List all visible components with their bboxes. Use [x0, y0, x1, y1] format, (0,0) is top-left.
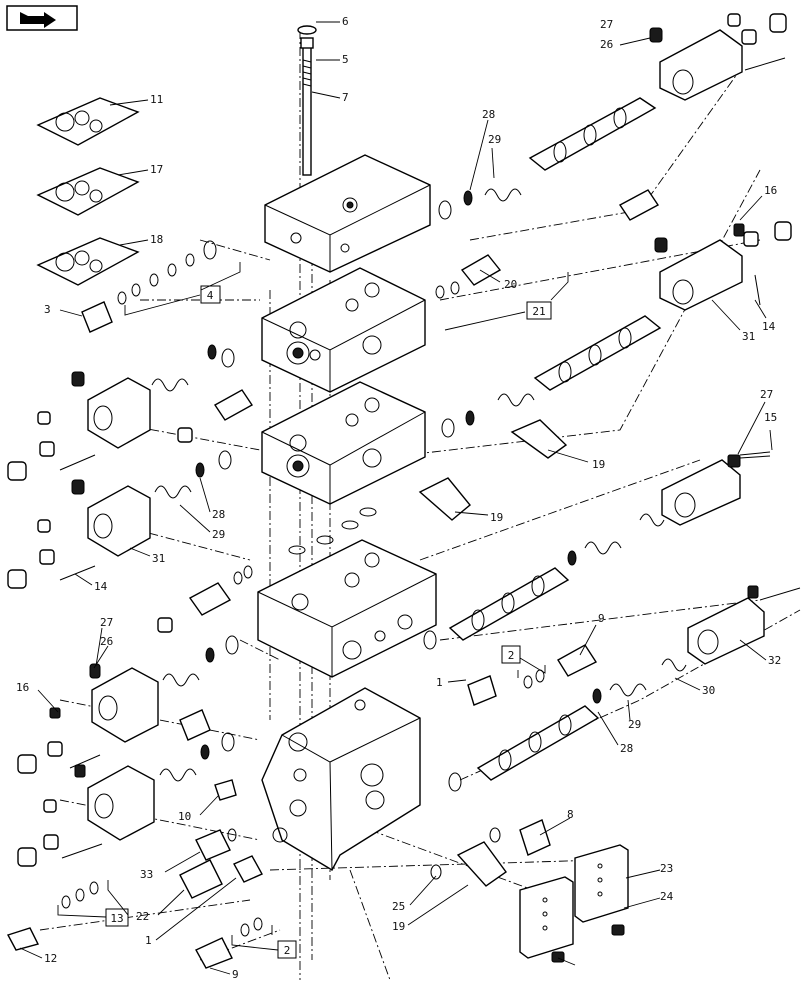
label-22: 22 — [136, 910, 149, 923]
spool-upper[interactable] — [528, 97, 657, 171]
nav-arrow-icon[interactable] — [6, 5, 78, 31]
label-5: 5 — [342, 53, 349, 66]
label-17: 17 — [150, 163, 163, 176]
ref-box-4: 4 — [200, 285, 221, 304]
end-cap-left-3[interactable] — [91, 667, 159, 743]
valve-section-2[interactable] — [261, 381, 426, 505]
label-10: 10 — [178, 810, 191, 823]
svg-text:13: 13 — [110, 912, 123, 925]
end-cap-left-4[interactable] — [87, 765, 155, 841]
label-28-right: 28 — [620, 742, 633, 755]
label-6: 6 — [342, 15, 349, 28]
spool-lower-2[interactable] — [476, 705, 600, 781]
label-29-top: 29 — [488, 133, 501, 146]
label-28-top: 28 — [482, 108, 495, 121]
seal-kit-bag-11[interactable] — [36, 97, 140, 146]
label-32: 32 — [768, 654, 781, 667]
label-29-left: 29 — [212, 528, 225, 541]
svg-text:2: 2 — [508, 649, 515, 662]
svg-text:4: 4 — [207, 289, 214, 302]
label-11: 11 — [150, 93, 163, 106]
label-23: 23 — [660, 862, 673, 875]
label-7: 7 — [342, 91, 349, 104]
label-30: 30 — [702, 684, 715, 697]
ref-box-21: 21 — [526, 301, 552, 320]
label-12: 12 — [44, 952, 57, 965]
label-20: 20 — [504, 278, 517, 291]
label-24: 24 — [660, 890, 674, 903]
label-29-right: 29 — [628, 718, 641, 731]
label-31-top: 31 — [742, 330, 755, 343]
label-1-left: 1 — [145, 934, 152, 947]
label-9-right: 9 — [598, 612, 605, 625]
seal-kit-bag-17[interactable] — [36, 167, 140, 216]
label-26-top: 26 — [600, 38, 613, 51]
valve-section-1[interactable] — [261, 267, 426, 393]
ref-box-13: 13 — [105, 908, 129, 927]
ref-box-2-upper: 2 — [501, 645, 521, 664]
label-27-left: 27 — [100, 616, 113, 629]
spool-cap-upper[interactable] — [659, 29, 743, 101]
svg-text:21: 21 — [532, 305, 545, 318]
o-rings[interactable] — [61, 190, 602, 937]
spool-cap-32[interactable] — [687, 597, 765, 665]
label-18: 18 — [150, 233, 163, 246]
end-cap-left-1[interactable] — [87, 377, 151, 449]
label-27-mid: 27 — [760, 388, 773, 401]
relief-valves[interactable] — [6, 189, 660, 969]
label-25: 25 — [392, 900, 405, 913]
label-26-left: 26 — [100, 635, 113, 648]
spool-middle[interactable] — [533, 315, 662, 391]
inlet-section[interactable] — [261, 687, 421, 871]
kit-brackets — [57, 262, 569, 951]
spool-lower-1[interactable] — [448, 567, 570, 641]
seal-kit-bag-18[interactable] — [36, 237, 140, 286]
label-19-bottom: 19 — [392, 920, 405, 933]
spool-cap-15[interactable] — [661, 459, 741, 526]
label-28-left: 28 — [212, 508, 225, 521]
label-14-left: 14 — [94, 580, 108, 593]
label-8: 8 — [567, 808, 574, 821]
label-15: 15 — [764, 411, 777, 424]
label-9-bottom: 9 — [232, 968, 239, 981]
ref-box-2-lower: 2 — [277, 940, 297, 959]
label-14-top: 14 — [762, 320, 776, 333]
label-1-right: 1 — [436, 676, 443, 689]
label-31-left: 31 — [152, 552, 165, 565]
label-27-top: 27 — [600, 18, 613, 31]
label-33: 33 — [140, 868, 153, 881]
svg-text:2: 2 — [284, 944, 291, 957]
label-16-top: 16 — [764, 184, 777, 197]
spool-cap-31[interactable] — [659, 239, 743, 311]
callout-leaders — [19, 21, 773, 975]
end-cap-left-2[interactable] — [87, 485, 151, 557]
end-plate-23[interactable] — [519, 844, 629, 963]
valve-section-3[interactable] — [257, 539, 437, 678]
callout-labels: 6 5 7 11 17 18 3 28 29 20 16 14 31 27 26… — [16, 15, 781, 981]
label-19-mid: 19 — [592, 458, 605, 471]
label-19-low: 19 — [490, 511, 503, 524]
tie-rod[interactable] — [297, 25, 317, 176]
spring-set[interactable] — [151, 188, 687, 782]
top-end-cover[interactable] — [264, 154, 431, 273]
label-16-left: 16 — [16, 681, 29, 694]
label-3: 3 — [44, 303, 51, 316]
fittings[interactable] — [7, 13, 801, 867]
